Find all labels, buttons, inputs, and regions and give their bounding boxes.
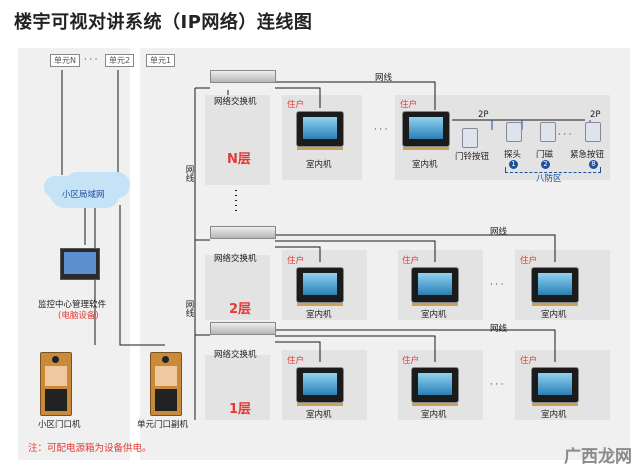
resident-label-1a: 住户: [287, 356, 305, 366]
cable-label-top: 网线: [375, 73, 393, 83]
zone-label: 八防区: [536, 174, 562, 184]
accessory-ellipsis: · · ·: [558, 130, 572, 140]
probe-number: 1: [509, 160, 518, 169]
indoor-monitor-n1: [297, 112, 343, 150]
emergency-label: 紧急按钮: [570, 150, 605, 160]
resident-label-n2: 住户: [400, 100, 418, 110]
floor-n-background: [205, 95, 270, 185]
cable-label-riser-1: 网线: [184, 165, 194, 182]
floor-2-label: 2层: [229, 302, 252, 317]
resident-label-1c: 住户: [520, 356, 538, 366]
floor-n-label: N层: [227, 152, 251, 167]
indoor-label-2b: 室内机: [421, 310, 447, 320]
zone-bracket: [505, 167, 601, 173]
lan-cloud: [50, 178, 120, 208]
indoor-monitor-2b: [412, 268, 458, 306]
probe-icon: [506, 122, 522, 142]
monitoring-pc-label: 监控中心管理软件: [38, 300, 107, 310]
indoor-monitor-n2: [403, 112, 449, 150]
doorbell-button-icon: [462, 128, 478, 148]
switch-floor-1: [210, 322, 276, 335]
page-title: 楼宇可视对讲系统（IP网络）连线图: [14, 12, 313, 33]
indoor-label-1a: 室内机: [306, 410, 332, 420]
door-magnet-icon: [540, 122, 556, 142]
power-note: 注：可配电源箱为设备供电。: [28, 443, 152, 454]
indoor-monitor-1c: [532, 368, 578, 406]
indoor-label-1c: 室内机: [541, 410, 567, 420]
monitoring-pc-sublabel: (电脑设备): [58, 311, 99, 321]
resident-label-1b: 住户: [402, 356, 420, 366]
emergency-button-icon: [585, 122, 601, 142]
indoor-label-n1: 室内机: [306, 160, 332, 170]
ellipsis-n: · · ·: [374, 125, 388, 135]
indoor-monitor-2a: [297, 268, 343, 306]
switch-floor-n: [210, 70, 276, 83]
indoor-monitor-2c: [532, 268, 578, 306]
emergency-number: 8: [589, 160, 598, 169]
twop-label-2: 2P: [590, 110, 601, 120]
switch-floor-n-label: 网络交换机: [214, 97, 257, 107]
gate-panel-device: [40, 352, 72, 416]
unit-dots: · · ·: [84, 55, 98, 65]
floor-2-background: [205, 255, 270, 320]
indoor-monitor-1b: [412, 368, 458, 406]
unit-panel-label: 单元门口副机: [137, 420, 189, 430]
resident-label-n1: 住户: [287, 100, 305, 110]
indoor-label-2a: 室内机: [306, 310, 332, 320]
switch-floor-2: [210, 226, 276, 239]
watermark-logo: 广西龙网: [564, 447, 632, 467]
cable-label-floor-1: 网线: [490, 324, 508, 334]
probe-label: 探头: [504, 150, 522, 160]
ellipsis-2: · · ·: [490, 280, 504, 290]
floor-1-label: 1层: [229, 402, 252, 417]
indoor-label-1b: 室内机: [421, 410, 447, 420]
switch-floor-2-label: 网络交换机: [214, 254, 257, 264]
cable-label-floor-2: 网线: [490, 227, 508, 237]
monitoring-pc: [60, 248, 100, 280]
resident-label-2c: 住户: [520, 256, 538, 266]
door-magnet-number: 2: [541, 160, 550, 169]
ellipsis-1: · · ·: [490, 380, 504, 390]
unit-1-tag: 单元1: [146, 54, 176, 67]
resident-label-2b: 住户: [402, 256, 420, 266]
gate-panel-label: 小区门口机: [38, 420, 81, 430]
resident-label-2a: 住户: [287, 256, 305, 266]
floor-1-background: [205, 355, 270, 420]
switch-floor-1-label: 网络交换机: [214, 350, 257, 360]
unit-n-tag: 单元N: [50, 54, 80, 67]
unit-panel-device: [150, 352, 182, 416]
cable-label-riser-2: 网线: [184, 300, 194, 317]
twop-label-1: 2P: [478, 110, 489, 120]
door-magnet-label: 门磁: [536, 150, 554, 160]
doorbell-label: 门铃按钮: [455, 152, 490, 162]
unit-2-tag: 单元2: [105, 54, 135, 67]
indoor-label-2c: 室内机: [541, 310, 567, 320]
indoor-label-n2: 室内机: [412, 160, 438, 170]
lan-cloud-label: 小区局域网: [62, 190, 105, 200]
indoor-monitor-1a: [297, 368, 343, 406]
